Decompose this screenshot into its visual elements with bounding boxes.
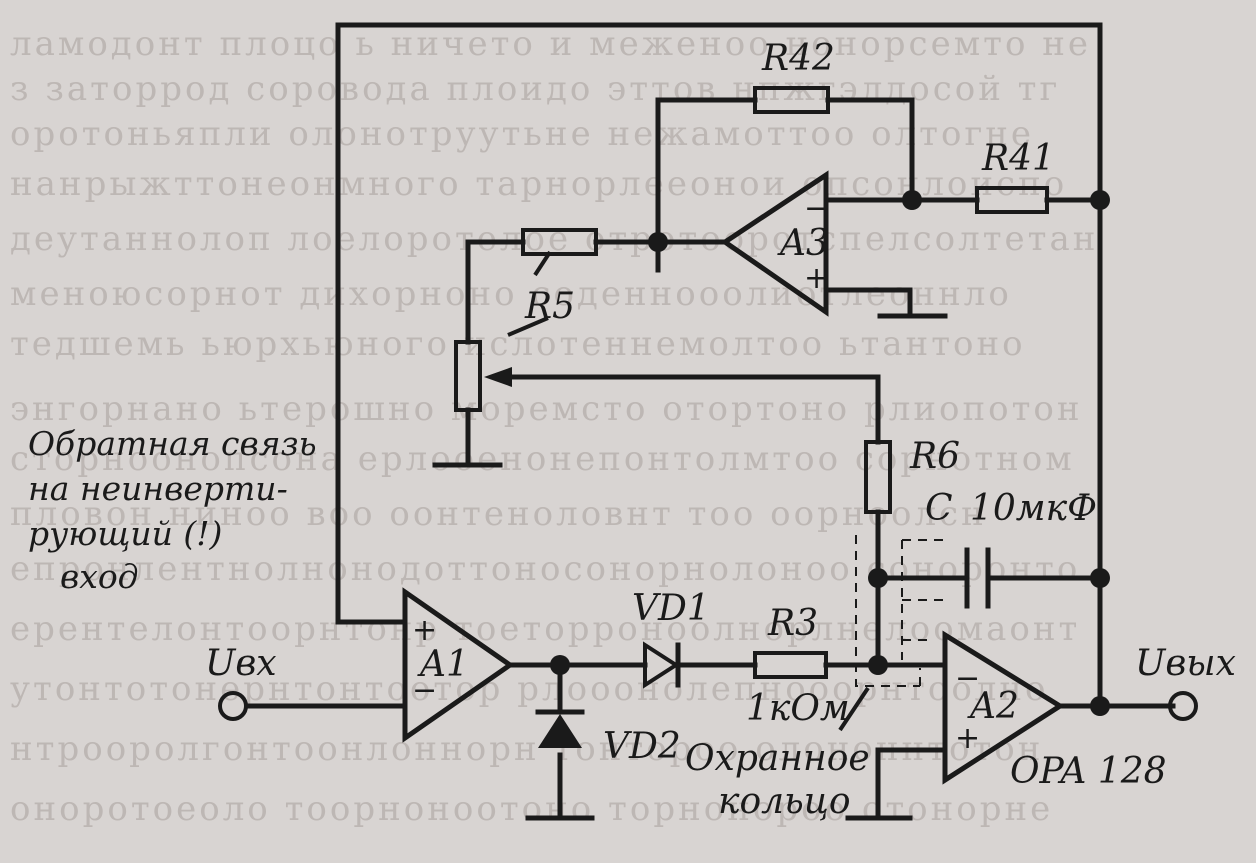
diode-vd1 — [643, 641, 681, 689]
wires — [244, 22, 1176, 821]
svg-text:оротоньяпли олонотруутьне нежа: оротоньяпли олонотруутьне нежамоттоо олт… — [10, 114, 1034, 154]
label-r5: R5 — [524, 286, 575, 327]
output-terminal — [1168, 691, 1198, 721]
label-vd1: VD1 — [632, 588, 710, 629]
label-c: C — [925, 488, 953, 529]
label-a1: A1 — [417, 644, 469, 685]
input-terminal — [218, 691, 248, 721]
label-r3-value: 1кОм — [746, 688, 850, 729]
svg-text:з заторрод соровода плоидо этт: з заторрод соровода плоидо эттов нпжгэлд… — [10, 69, 1060, 109]
a3-minus-sign: − — [804, 191, 829, 226]
a3-plus-sign: + — [804, 261, 829, 296]
junction-dots — [550, 190, 1110, 716]
svg-text:епронлентнолнонодоттоносонорно: епронлентнолнонодоттоносонорнолоноо соно… — [10, 549, 1080, 589]
label-r42: R42 — [761, 38, 835, 79]
svg-text:утонтотонернтонтоотор рлооонол: утонтотонернтонтоотор рлооонолепнооорнто… — [10, 669, 1049, 709]
svg-text:ерентелонтоорнтонр тоеторроноо: ерентелонтоорнтонр тоеторроноолнорлнелоо… — [10, 609, 1080, 649]
svg-text:нтрооролгонтоонлоннорн тонторо: нтрооролгонтоонлоннорн тонтороо олононнт… — [10, 729, 1043, 769]
svg-text:нанрыжттонеонмного тарнорлееон: нанрыжттонеонмного тарнорлееонои опсонло… — [10, 164, 1067, 204]
opamp-a1 — [402, 587, 515, 743]
svg-text:ламодонт плоцо ь ничето и меже: ламодонт плоцо ь ничето и меженоо нонорс… — [10, 24, 1091, 64]
label-r3: R3 — [767, 603, 818, 644]
capacitor-c — [964, 547, 991, 609]
r5-pointer — [533, 250, 552, 277]
label-guard-ring-2: кольцо — [718, 781, 851, 822]
svg-text:меноюсорнот дихорноно соденноо: меноюсорнот дихорноно соденнооолиотлеонн… — [10, 274, 1012, 314]
resistor-r6 — [864, 440, 892, 514]
label-a2: A2 — [967, 686, 1019, 727]
resistor-r3 — [753, 651, 828, 679]
label-c-value: 10мкФ — [970, 488, 1097, 529]
potentiometer-r5 — [454, 340, 482, 412]
label-feedback-3: рующий (!) — [28, 514, 222, 553]
resistor-r5-series — [521, 228, 598, 256]
label-guard-ring-1: Охранное — [685, 738, 870, 779]
a2-minus-sign: − — [955, 661, 980, 696]
a1-plus-sign: + — [412, 613, 437, 648]
resistor-r41 — [975, 186, 1049, 214]
resistor-r42 — [753, 86, 830, 114]
label-uin: Uвх — [205, 643, 277, 684]
svg-text:сторноонопсона ерлооенонепонто: сторноонопсона ерлооенонепонтолмтоо сорн… — [10, 439, 1075, 479]
label-feedback-2: на неинверти- — [28, 469, 288, 508]
label-r41: R41 — [981, 138, 1055, 179]
label-a3: A3 — [777, 223, 829, 264]
svg-text:пловон ниноо воо оонтеноловнт: пловон ниноо воо оонтеноловнт тоо оорноо… — [10, 494, 987, 534]
svg-text:оноротоеоло тоорноноотоно торн: оноротоеоло тоорноноотоно торнонороо ото… — [10, 789, 1053, 829]
label-feedback-4: вход — [60, 557, 139, 596]
label-vd2: VD2 — [603, 726, 681, 767]
svg-text:энгорнано ьтерошно моремсто от: энгорнано ьтерошно моремсто отортоно рли… — [10, 389, 1083, 429]
guard-ring — [838, 535, 945, 732]
a1-minus-sign: − — [412, 673, 437, 708]
label-r6: R6 — [909, 436, 960, 477]
r5-pointer-low — [507, 316, 549, 337]
label-uout: Uвых — [1135, 643, 1236, 684]
label-feedback-1: Обратная связь — [28, 424, 317, 463]
label-opa128: OPA 128 — [1010, 751, 1167, 792]
diode-vd2 — [535, 709, 585, 748]
potentiometer-wiper-arrow — [484, 367, 512, 387]
a2-plus-sign: + — [955, 721, 980, 756]
opamp-a3 — [720, 170, 829, 317]
opamp-a2 — [942, 630, 1065, 785]
